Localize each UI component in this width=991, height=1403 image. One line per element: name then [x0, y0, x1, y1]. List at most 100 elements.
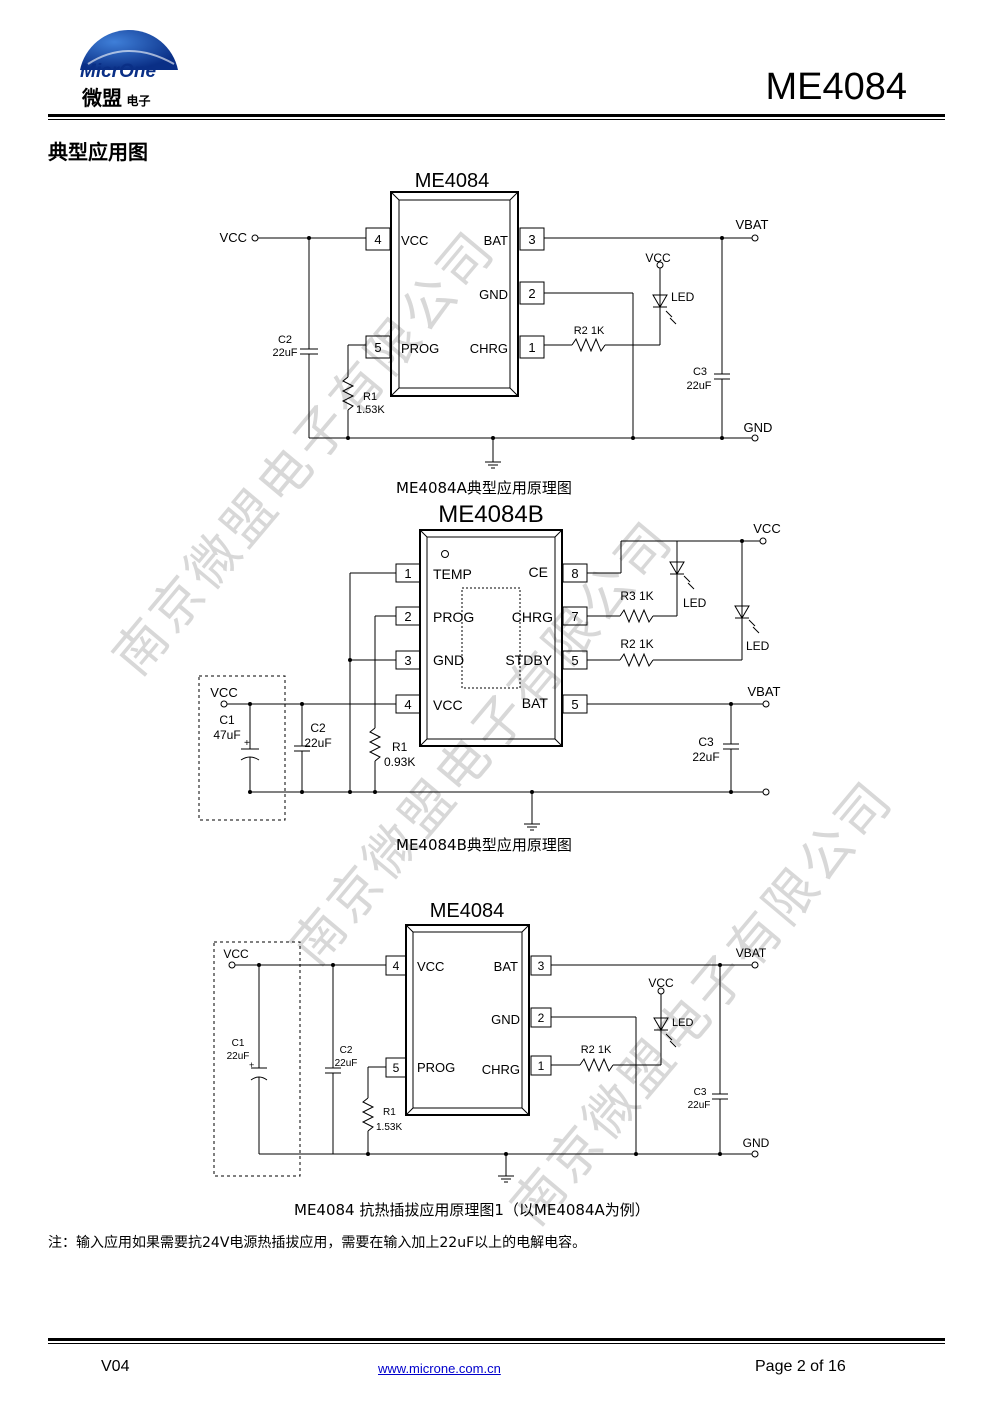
led-label: LED — [671, 290, 695, 304]
pin-number: 3 — [528, 232, 535, 247]
vcc-label: VCC — [223, 947, 249, 961]
pin-number: 5 — [571, 653, 578, 668]
led-label: LED — [672, 1017, 693, 1029]
led-vcc-label: VCC — [645, 251, 671, 265]
pin-number: 1 — [404, 566, 411, 581]
pin-name: BAT — [522, 695, 549, 711]
diagram-b-caption: ME4084B典型应用原理图 — [396, 836, 572, 854]
logo-latin: MicrOne — [80, 61, 157, 82]
led1-label: LED — [683, 596, 707, 610]
pin-name: BAT — [494, 959, 518, 974]
page-number: Page 2 of 16 — [755, 1358, 846, 1375]
c3-label: C3 — [698, 735, 714, 749]
r2-label: R2 1K — [620, 637, 653, 651]
pin-name: VCC — [401, 233, 428, 248]
gnd-label: GND — [744, 420, 773, 435]
c2-label: C2 — [278, 334, 292, 346]
c3-value: 22uF — [692, 750, 719, 764]
diagram-a-caption: ME4084A典型应用原理图 — [396, 479, 572, 497]
vbat-label: VBAT — [748, 684, 781, 699]
chip-label: ME4084 — [415, 170, 490, 192]
r1-value: 1.53K — [376, 1122, 402, 1133]
header-rule-thin — [48, 119, 945, 120]
logo-cn-small: 电子 — [126, 94, 151, 108]
pin-number: 1 — [528, 340, 535, 355]
c1-value: 22uF — [227, 1051, 250, 1062]
pin-name: GND — [491, 1012, 520, 1027]
c3-value: 22uF — [686, 380, 711, 392]
led2-label: LED — [746, 639, 770, 653]
pin-name: CHRG — [512, 609, 553, 625]
logo-cn: 微盟 — [82, 86, 122, 110]
pin-number: 2 — [528, 286, 535, 301]
pin-name: CE — [529, 564, 548, 580]
r1-value: 1.53K — [356, 404, 385, 416]
website-link[interactable]: www.microne.com.cn — [378, 1361, 501, 1376]
pin-name: VCC — [417, 959, 444, 974]
r1-label: R1 — [392, 740, 408, 754]
pin-number: 4 — [404, 697, 411, 712]
footer-link-wrap: www.microne.com.cn — [378, 1360, 501, 1378]
pin-name: TEMP — [433, 566, 472, 582]
pin-number: 4 — [393, 959, 400, 973]
pin-number: 5 — [571, 697, 578, 712]
pin-number: 4 — [374, 232, 381, 247]
pin-number: 3 — [404, 653, 411, 668]
pin-name: PROG — [433, 609, 474, 625]
chip-label: ME4084 — [430, 900, 505, 922]
pin-name: GND — [479, 287, 508, 302]
diagram-c-caption: ME4084 抗热插拔应用原理图1（以ME4084A为例） — [294, 1201, 650, 1219]
section-title: 典型应用图 — [48, 140, 148, 164]
plus-sign: + — [244, 738, 250, 749]
r3-label: R3 1K — [620, 589, 653, 603]
pin-name: CHRG — [482, 1062, 520, 1077]
c2-value: 22uF — [304, 736, 331, 750]
r1-value: 0.93K — [384, 755, 415, 769]
footer-rule — [48, 1338, 945, 1341]
pin-number: 3 — [538, 959, 545, 973]
chip-label: ME4084B — [438, 501, 543, 528]
pin-number: 8 — [571, 566, 578, 581]
c2-label: C2 — [340, 1045, 353, 1056]
r1-label: R1 — [363, 391, 377, 403]
footer-rule-thin — [48, 1343, 945, 1344]
c3-value: 22uF — [688, 1100, 711, 1111]
c2-label: C2 — [310, 721, 326, 735]
company-logo: MicrOne 微盟 电子 — [78, 18, 180, 110]
pin-number: 7 — [571, 609, 578, 624]
part-number-title: ME4084 — [765, 66, 907, 108]
vcc-label: VCC — [220, 230, 247, 245]
r2-label: R2 1K — [574, 325, 605, 337]
pin-name: PROG — [401, 341, 439, 356]
pin-number: 2 — [538, 1011, 545, 1025]
diagram-c-schematic: ME4084 4 VCC 5 PROG 3 BAT 2 GND 1 CHRG V… — [213, 900, 770, 1183]
pin-number: 5 — [393, 1061, 400, 1075]
vbat-label: VBAT — [736, 217, 769, 232]
diagram-b-schematic: ME4084B 1 TEMP 2 PROG 3 GND 4 VCC 8 CE 7… — [198, 501, 781, 831]
c3-label: C3 — [693, 366, 707, 378]
c2-value: 22uF — [335, 1058, 358, 1069]
footer-version: V04 — [101, 1358, 130, 1375]
application-note: 注：输入应用如果需要抗24V电源热插拔应用，需要在输入加上22uF以上的电解电容… — [48, 1235, 587, 1251]
vcc-input-label: VCC — [210, 685, 237, 700]
gnd-label: GND — [743, 1136, 770, 1150]
header-rule — [48, 114, 945, 117]
pin-name: PROG — [417, 1060, 455, 1075]
c2-value: 22uF — [272, 347, 297, 359]
pin-name: STDBY — [505, 652, 552, 668]
c1-label: C1 — [219, 713, 235, 727]
led-vcc-label: VCC — [648, 976, 674, 990]
r1-label: R1 — [383, 1107, 396, 1118]
pin-name: BAT — [484, 233, 508, 248]
pin-number: 1 — [538, 1059, 545, 1073]
plus-sign: + — [249, 1060, 254, 1070]
pin-name: VCC — [433, 697, 463, 713]
c1-value: 47uF — [213, 728, 240, 742]
pin-name: CHRG — [470, 341, 508, 356]
c1-label: C1 — [232, 1038, 245, 1049]
pin-number: 2 — [404, 609, 411, 624]
pin-number: 5 — [374, 340, 381, 355]
vbat-label: VBAT — [736, 946, 767, 960]
pin-name: GND — [433, 652, 464, 668]
r2-label: R2 1K — [581, 1044, 612, 1056]
